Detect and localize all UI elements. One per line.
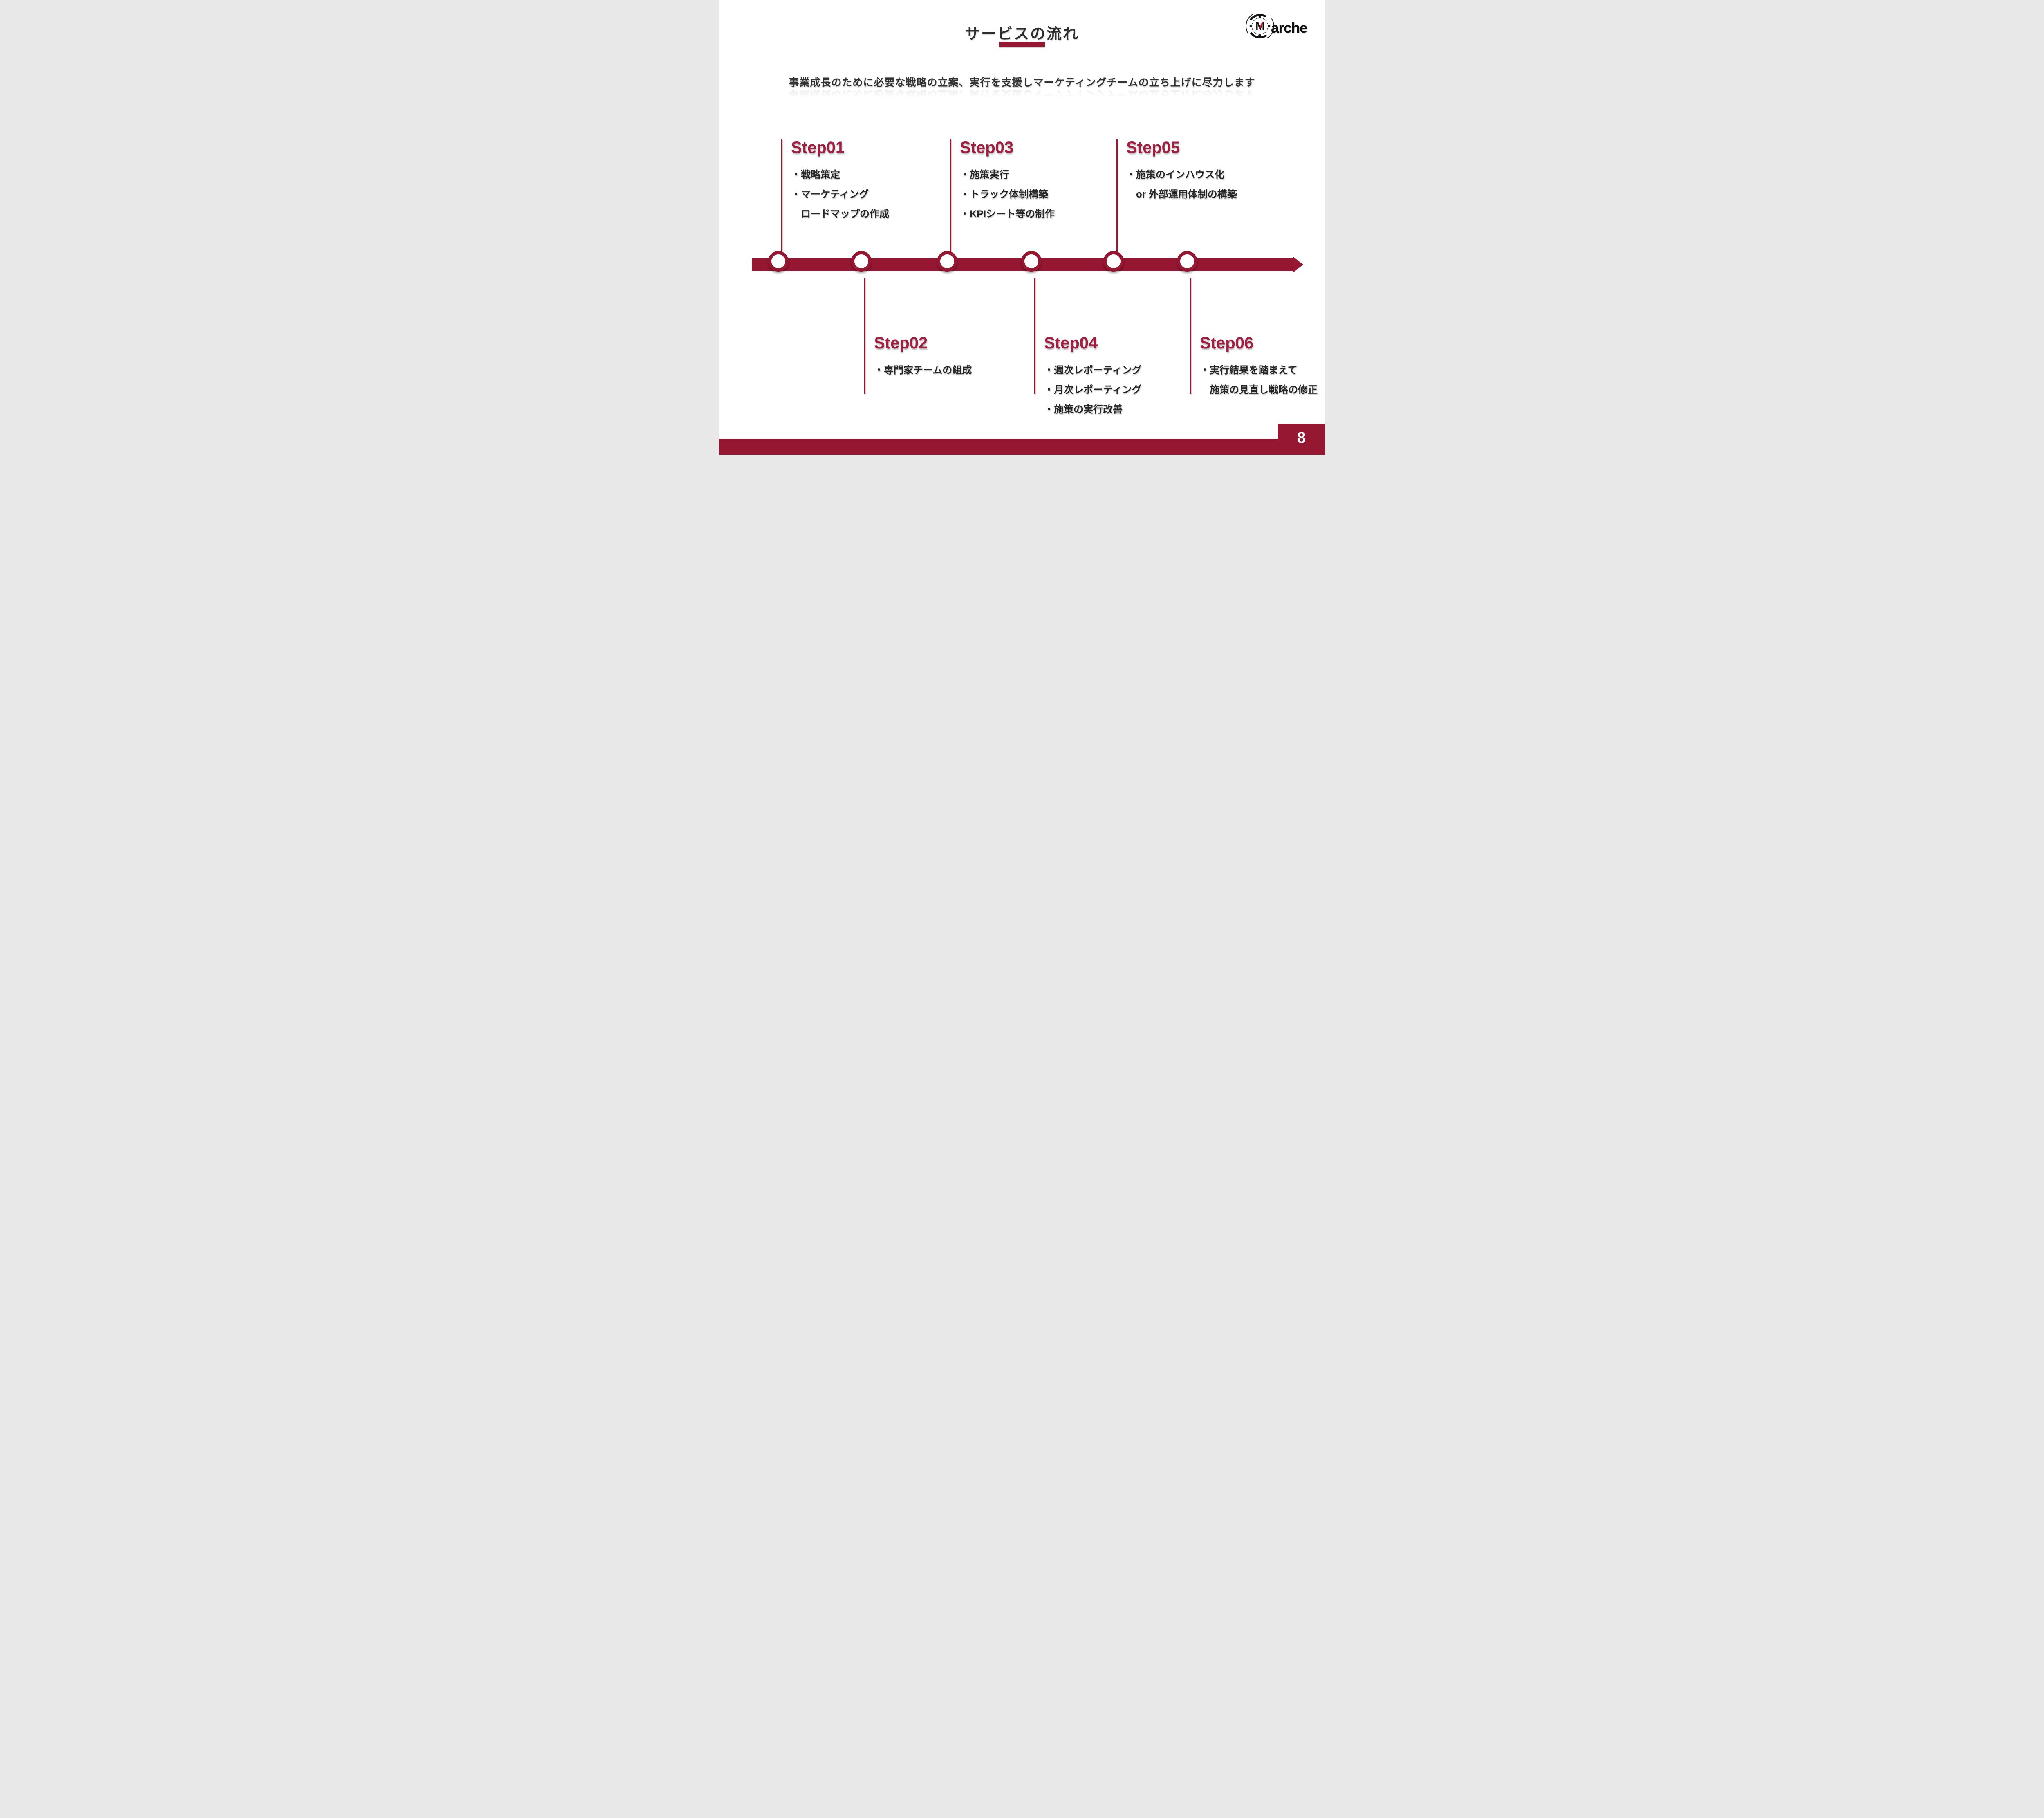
step-block-step01: Step01 ・戦略策定・マーケティング ロードマップの作成 [791,138,889,224]
step-connector-line-step03 [950,139,951,252]
step-title-step06: Step06 [1200,334,1254,352]
step-title-step01: Step01 [791,139,845,157]
subtitle-reflection: 事業成長のために必要な戦略の立案、実行を支援しマーケティングチームの立ち上げに尽… [789,89,1255,100]
page-number-box: 8 [1278,424,1325,455]
timeline-node-step06 [1177,251,1197,272]
step-connector-line-step01 [781,139,782,252]
page-title: サービスの流れ [965,25,1079,42]
step-lines-step03: ・施策実行・トラック体制構築・KPIシート等の制作 [960,165,1055,224]
step-lines-step04: ・週次レポーティング・月次レポーティング・施策の実行改善 [1044,361,1142,420]
timeline-node-step05 [1103,251,1124,272]
timeline-node-step02 [851,251,872,272]
step-title-step03: Step03 [960,139,1014,157]
step-bullet: ・施策実行 [960,169,1009,180]
title-underline [999,42,1045,47]
step-bullet: ロードマップの作成 [791,209,889,220]
step-connector-line-step06 [1190,278,1191,394]
step-bullet: ・週次レポーティング [1044,365,1142,376]
step-bullet: ・戦略策定 [791,169,840,180]
step-lines-step05: ・施策のインハウス化 or 外部運用体制の構築 [1126,165,1237,204]
page-number: 8 [1297,429,1306,447]
step-bullet: ・施策のインハウス化 [1126,169,1224,180]
step-title-step04: Step04 [1044,334,1098,352]
step-block-step04: Step04 ・週次レポーティング・月次レポーティング・施策の実行改善 [1044,334,1142,420]
step-block-step03: Step03 ・施策実行・トラック体制構築・KPIシート等の制作 [960,138,1055,224]
step-block-step02: Step02 ・専門家チームの組成 [874,334,972,380]
logo-wordmark: arche [1271,20,1307,36]
timeline-node-step03 [937,251,957,272]
subtitle-wrap: 事業成長のために必要な戦略の立案、実行を支援しマーケティングチームの立ち上げに尽… [719,74,1325,103]
timeline-node-step01 [768,251,789,272]
step-block-step05: Step05 ・施策のインハウス化 or 外部運用体制の構築 [1126,138,1237,204]
step-bullet: ・専門家チームの組成 [874,365,972,376]
step-bullet: ・実行結果を踏まえて [1200,365,1298,376]
step-connector-line-step05 [1116,139,1118,252]
step-bullet: 施策の見直し戦略の修正 [1200,384,1318,395]
subtitle: 事業成長のために必要な戦略の立案、実行を支援しマーケティングチームの立ち上げに尽… [789,77,1255,88]
step-block-step06: Step06 ・実行結果を踏まえて 施策の見直し戦略の修正 [1200,334,1318,400]
step-bullet: or 外部運用体制の構築 [1126,189,1237,200]
step-bullet: ・トラック体制構築 [960,189,1048,200]
step-bullet: ・月次レポーティング [1044,384,1142,395]
logo-compass-icon: M [1242,8,1278,44]
slide: サービスの流れ M arche 事業成長のために必要な戦略の立案、実行を支援しマ… [719,0,1325,455]
step-title-step05: Step05 [1126,139,1180,157]
step-lines-step01: ・戦略策定・マーケティング ロードマップの作成 [791,165,889,224]
step-connector-line-step02 [864,278,865,394]
step-bullet: ・KPIシート等の制作 [960,209,1055,220]
step-lines-step02: ・専門家チームの組成 [874,361,972,380]
step-title-step02: Step02 [874,334,928,352]
step-lines-step06: ・実行結果を踏まえて 施策の見直し戦略の修正 [1200,361,1318,400]
step-connector-line-step04 [1034,278,1035,394]
logo: M arche [1242,8,1316,44]
footer-band [719,439,1325,455]
step-bullet: ・施策の実行改善 [1044,404,1123,415]
step-bullet: ・マーケティング [791,189,869,200]
timeline-node-step04 [1021,251,1042,272]
